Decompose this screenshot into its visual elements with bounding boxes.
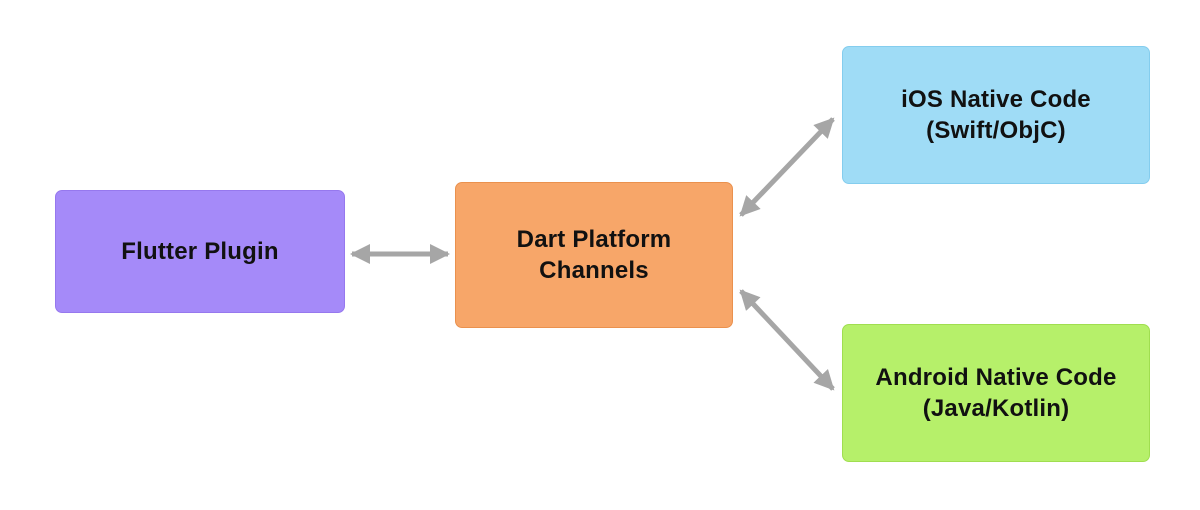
- arrow-dart-ios: [739, 117, 835, 217]
- node-android-native-code: Android Native Code (Java/Kotlin): [842, 324, 1150, 462]
- node-ios-native-code-label: iOS Native Code (Swift/ObjC): [901, 85, 1091, 144]
- node-ios-native-code: iOS Native Code (Swift/ObjC): [842, 46, 1150, 184]
- node-dart-platform-channels-label: Dart Platform Channels: [516, 225, 672, 284]
- node-android-native-code-label: Android Native Code (Java/Kotlin): [875, 363, 1117, 422]
- node-flutter-plugin: Flutter Plugin: [55, 190, 345, 313]
- node-flutter-plugin-label: Flutter Plugin: [121, 237, 279, 265]
- arrow-dart-android: [739, 289, 835, 391]
- node-dart-platform-channels: Dart Platform Channels: [455, 182, 733, 328]
